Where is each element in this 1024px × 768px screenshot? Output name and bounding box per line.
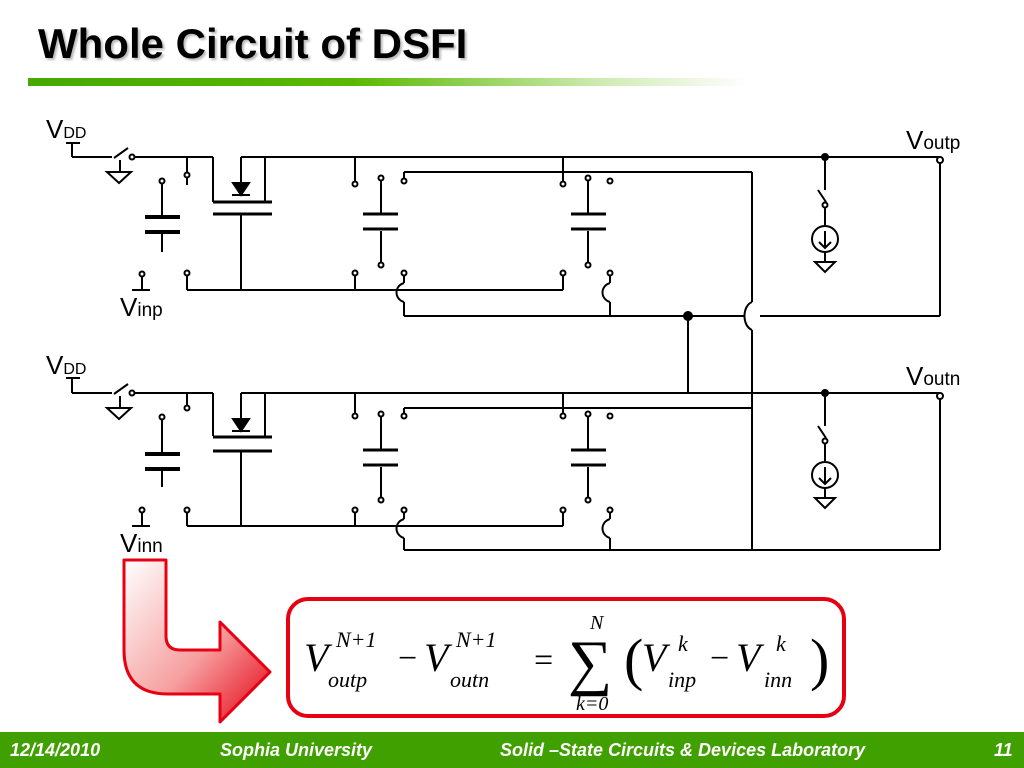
footer-lab: Solid –State Circuits & Devices Laborato… bbox=[500, 740, 866, 760]
circuit-diagram: VDD Vinp Voutp VDD Vinn Voutn bbox=[46, 114, 960, 724]
pointer-arrow bbox=[122, 558, 272, 724]
formula-sum-upper: N bbox=[589, 612, 605, 634]
formula-rparen: ) bbox=[810, 627, 829, 692]
formula-sub-outn: outn bbox=[450, 667, 489, 692]
footer-university: Sophia University bbox=[220, 740, 373, 760]
voutp-label: Voutp bbox=[906, 125, 960, 155]
formula-sup-k1: k bbox=[678, 631, 689, 656]
formula-v-inp: V bbox=[642, 635, 671, 680]
formula-sup-k2: k bbox=[776, 631, 787, 656]
formula-v-inn: V bbox=[736, 635, 765, 680]
vinn-label: Vinn bbox=[120, 528, 163, 558]
footer-bar: 12/14/2010 Sophia University Solid –Stat… bbox=[0, 732, 1024, 768]
formula-v-outp: V bbox=[304, 635, 333, 680]
formula-lparen: ( bbox=[624, 627, 643, 692]
title-underline bbox=[28, 78, 748, 86]
vdd-switch-top bbox=[113, 147, 129, 159]
formula-sup-2: N+1 bbox=[455, 627, 497, 652]
bottom-half-circuit bbox=[66, 377, 944, 551]
formula-sum: ∑ bbox=[568, 629, 612, 697]
formula-sub-inp: inp bbox=[668, 667, 696, 692]
voutn-label: Voutn bbox=[906, 361, 960, 391]
footer-page-number: 11 bbox=[994, 740, 1013, 760]
formula-box: V N+1 outp − V N+1 outn = N ∑ k=0 ( V k … bbox=[286, 597, 846, 718]
formula: V N+1 outp − V N+1 outn = N ∑ k=0 ( V k … bbox=[304, 612, 829, 714]
slide-title: Whole Circuit of DSFI bbox=[38, 20, 468, 67]
formula-v-outn: V bbox=[424, 635, 453, 680]
formula-minus-2: − bbox=[710, 640, 729, 677]
vdd-label-top: VDD bbox=[46, 114, 86, 144]
vinp-label: Vinp bbox=[120, 292, 163, 322]
footer-date: 12/14/2010 bbox=[10, 740, 101, 760]
formula-minus-1: − bbox=[398, 640, 417, 677]
vdd-label-bottom: VDD bbox=[46, 350, 86, 380]
formula-sum-lower: k=0 bbox=[576, 693, 608, 714]
formula-sup-1: N+1 bbox=[335, 627, 377, 652]
top-half-circuit bbox=[66, 142, 944, 550]
formula-equals: = bbox=[534, 642, 553, 679]
formula-sub-inn: inn bbox=[764, 667, 792, 692]
formula-sub-outp: outp bbox=[328, 667, 367, 692]
